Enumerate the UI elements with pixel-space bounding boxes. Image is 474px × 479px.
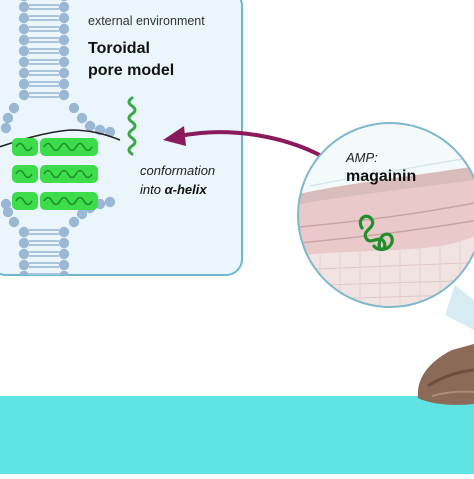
lipid-head: [2, 112, 14, 124]
lipid-head: [18, 237, 30, 249]
water: [0, 396, 474, 474]
lipid-head: [18, 1, 30, 13]
lipid-head: [58, 1, 70, 13]
lipid-head: [68, 102, 80, 114]
conformation-label-line1: conformation: [140, 163, 216, 178]
pore-helix-left-bot: [12, 192, 38, 210]
lipid-head: [58, 78, 70, 90]
conformation-label-line2: into α-helix: [140, 182, 207, 197]
lipid-head: [58, 248, 70, 260]
lipid-head: [68, 216, 80, 228]
lipid-head: [84, 120, 96, 132]
alpha-helix-label: α-helix: [164, 182, 207, 197]
lipid-head: [18, 78, 30, 90]
model-title-line2: pore model: [88, 62, 175, 79]
pore-helices: [12, 138, 98, 210]
lipid-head: [58, 259, 70, 271]
peptide-name: magainin: [346, 168, 417, 185]
environment-label: external environment: [88, 14, 205, 28]
conformation-prefix: into: [140, 182, 165, 197]
lipid-head: [58, 34, 70, 46]
lipid-head: [58, 270, 70, 275]
pore-helix-left-mid: [12, 165, 38, 183]
pore-helix-right-top: [40, 138, 98, 156]
lipid-head: [18, 12, 30, 24]
lipid-head: [0, 122, 12, 134]
lipid-head: [58, 67, 70, 79]
lipid-head: [58, 226, 70, 238]
lipid-head: [58, 45, 70, 57]
lipid-head: [8, 216, 20, 228]
lipid-head: [18, 34, 30, 46]
lipid-heads: [0, 0, 116, 275]
lipid-head: [104, 196, 116, 208]
lipid-head: [18, 270, 30, 275]
lipid-head: [0, 198, 12, 210]
lipid-head: [76, 208, 88, 220]
magnifier-connector: [445, 285, 474, 330]
lipid-head: [18, 56, 30, 68]
lipid-head: [18, 248, 30, 260]
lipid-head: [18, 89, 30, 101]
pore-helix-left-top: [12, 138, 38, 156]
conformation-arrow: [179, 130, 334, 164]
pore-helix-right-mid: [40, 165, 98, 183]
lipid-head: [18, 226, 30, 238]
lipid-head: [2, 206, 14, 218]
lipid-head: [58, 23, 70, 35]
lipid-tails: [29, 4, 59, 275]
lipid-head: [58, 12, 70, 24]
lipid-head: [58, 89, 70, 101]
arrow-head: [163, 126, 186, 146]
model-title-line1: Toroidal: [88, 40, 150, 57]
amp-label: AMP:: [346, 150, 378, 165]
lipid-head: [18, 259, 30, 271]
lipid-head: [18, 23, 30, 35]
lipid-head: [58, 237, 70, 249]
lipid-head: [18, 45, 30, 57]
magnifier-circle: [297, 122, 474, 308]
lipid-head: [8, 102, 20, 114]
lipid-head: [18, 67, 30, 79]
magainin-peptide: [358, 214, 394, 252]
lipid-head: [76, 112, 88, 124]
lipid-head: [104, 126, 116, 138]
lipid-head: [58, 56, 70, 68]
rock: [417, 344, 474, 405]
pore-helix-right-bot: [40, 192, 98, 210]
free-alpha-helix: [127, 96, 137, 156]
